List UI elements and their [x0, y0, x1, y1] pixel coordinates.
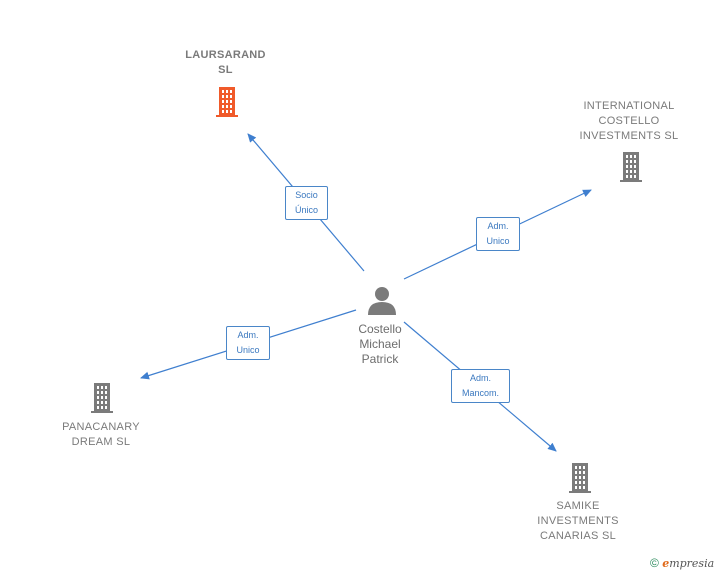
copyright-icon: © — [650, 556, 659, 570]
relation-label-laursarand: Socio Único — [285, 186, 328, 220]
building-icon-samike[interactable] — [569, 463, 591, 493]
company-label-international[interactable]: INTERNATIONAL COSTELLO INVESTMENTS SL — [579, 100, 679, 142]
relation-label-international: Adm. Unico — [476, 217, 520, 251]
footer-brand: © empresia — [650, 556, 714, 570]
building-icon-panacanary[interactable] — [91, 383, 113, 413]
company-label-laursarand[interactable]: LAURSARAND SL — [185, 49, 266, 76]
person-label[interactable]: Costello Michael Patrick — [358, 322, 402, 366]
relation-label-panacanary: Adm. Unico — [226, 326, 270, 360]
person-icon[interactable] — [368, 287, 396, 315]
building-icon-laursarand[interactable] — [216, 87, 238, 117]
company-label-samike[interactable]: SAMIKE INVESTMENTS CANARIAS SL — [537, 500, 619, 542]
building-icon-international[interactable] — [620, 152, 642, 182]
brand-logo: empresia — [662, 557, 715, 570]
relation-label-samike: Adm. Mancom. — [451, 369, 510, 403]
company-label-panacanary[interactable]: PANACANARY DREAM SL — [62, 421, 140, 448]
